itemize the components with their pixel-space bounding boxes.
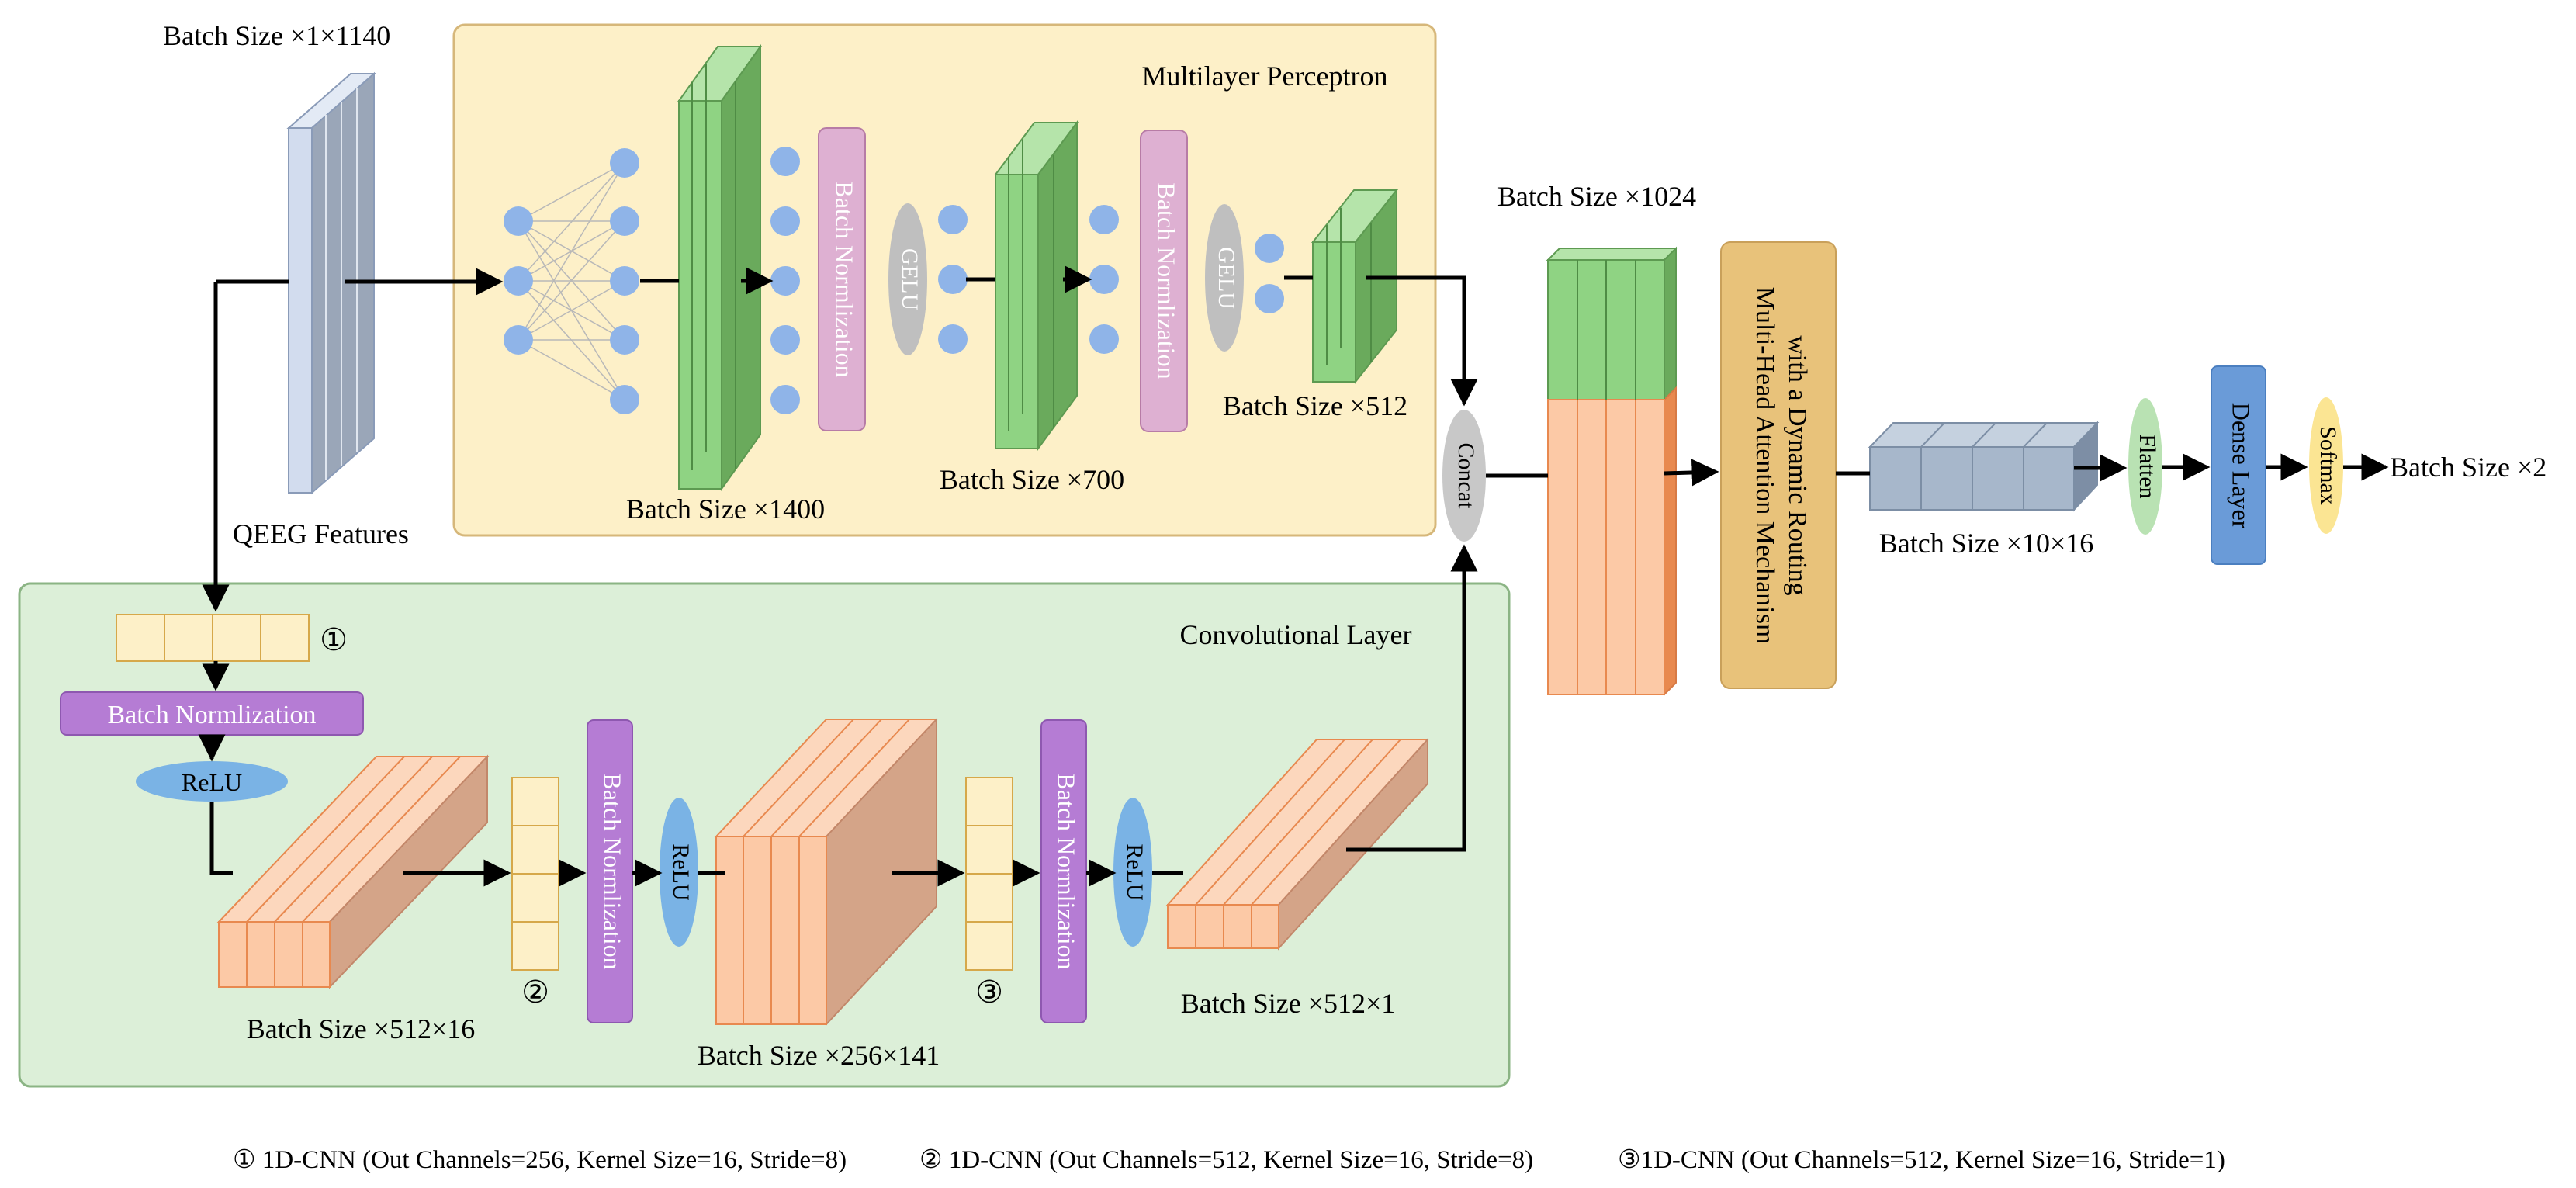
mlp-gelu-1 xyxy=(888,203,927,355)
conv-batch-norm-3-label: Batch Normlization xyxy=(1053,773,1081,969)
mlp-batch-norm-1-label: Batch Normlization xyxy=(831,181,859,377)
mlp-block-512 xyxy=(1311,188,1399,384)
input-feature-stack xyxy=(286,71,376,495)
conv-relu-1-label: ReLU xyxy=(182,768,242,796)
softmax-node xyxy=(2309,397,2343,534)
mlp-nodes-d xyxy=(1089,205,1119,354)
input-size-label: Batch Size ×1×1140 xyxy=(163,20,390,51)
legend-cnn-1: ① 1D-CNN (Out Channels=256, Kernel Size=… xyxy=(233,1146,847,1174)
conv1d-filter-2 xyxy=(511,777,559,971)
concat-node xyxy=(1442,410,1486,542)
qeeg-features-label: QEEG Features xyxy=(233,518,409,549)
mlp-700-label: Batch Size ×700 xyxy=(940,464,1124,495)
marker-2: ② xyxy=(521,975,549,1010)
mlp-nodes-b xyxy=(770,147,800,414)
conv-512x16-label: Batch Size ×512×16 xyxy=(247,1013,476,1044)
mlp-batch-norm-2 xyxy=(1140,130,1188,432)
marker-3: ③ xyxy=(975,975,1003,1010)
conv-batch-norm-2-label: Batch Normlization xyxy=(599,773,627,969)
mlp-hidden-nodes xyxy=(610,148,639,414)
mlp-gelu-2-label: GELU xyxy=(1214,247,1239,309)
conv-relu-1 xyxy=(136,761,288,802)
mlp-nodes-c xyxy=(938,205,968,354)
attention-block xyxy=(1720,241,1837,689)
routing-block-10x16 xyxy=(1868,421,2100,512)
mlp-block-700 xyxy=(994,119,1079,452)
legend-cnn-3: ③1D-CNN (Out Channels=512, Kernel Size=1… xyxy=(1618,1146,2225,1174)
conv-relu-2 xyxy=(660,798,698,947)
marker-1: ① xyxy=(320,622,348,657)
mlp-connections xyxy=(518,162,625,400)
conv1d-filter-1 xyxy=(116,614,310,662)
flatten-label: Flatten xyxy=(2135,434,2160,498)
mlp-1400-label: Batch Size ×1400 xyxy=(626,494,825,525)
conv-block-512x1 xyxy=(1165,737,1430,951)
mlp-nodes-e xyxy=(1255,234,1284,313)
conv-block-256x141 xyxy=(714,717,939,1027)
concat-block-1024 xyxy=(1546,246,1678,697)
concat-1024-label: Batch Size ×1024 xyxy=(1497,181,1696,212)
conv-relu-3 xyxy=(1113,798,1152,947)
mlp-batch-norm-1 xyxy=(818,127,866,431)
mlp-gelu-1-label: GELU xyxy=(897,248,923,310)
conv-batch-norm-1-label: Batch Normlization xyxy=(107,701,316,729)
softmax-label: Softmax xyxy=(2315,426,2341,505)
flatten-node xyxy=(2128,398,2162,535)
dense-label: Dense Layer xyxy=(2228,403,2256,529)
conv-relu-3-label: ReLU xyxy=(1122,843,1148,901)
mlp-gelu-2 xyxy=(1205,204,1244,352)
legend-cnn-2: ② 1D-CNN (Out Channels=512, Kernel Size=… xyxy=(919,1146,1533,1174)
mlp-512-label: Batch Size ×512 xyxy=(1223,390,1407,421)
output-2-label: Batch Size ×2 xyxy=(2390,452,2547,483)
mlp-input-nodes xyxy=(504,206,533,355)
mlp-block-1400 xyxy=(677,43,762,492)
routing-10x16-label: Batch Size ×10×16 xyxy=(1879,528,2094,559)
conv-relu-2-label: ReLU xyxy=(668,843,694,901)
mlp-panel-title: Multilayer Perceptron xyxy=(1142,61,1388,92)
conv-512x1-label: Batch Size ×512×1 xyxy=(1181,988,1396,1019)
connectors xyxy=(198,265,2389,887)
attention-label-line2: with a Dynamic Routing xyxy=(1783,335,1812,595)
conv-256x141-label: Batch Size ×256×141 xyxy=(698,1040,940,1071)
mlp-batch-norm-2-label: Batch Normlization xyxy=(1153,182,1181,379)
attention-label-line1: Multi-Head Attention Mechanism xyxy=(1750,287,1779,645)
conv-panel-title: Convolutional Layer xyxy=(1180,619,1412,650)
conv1d-filter-3 xyxy=(965,777,1013,971)
concat-label: Concat xyxy=(1453,443,1479,510)
